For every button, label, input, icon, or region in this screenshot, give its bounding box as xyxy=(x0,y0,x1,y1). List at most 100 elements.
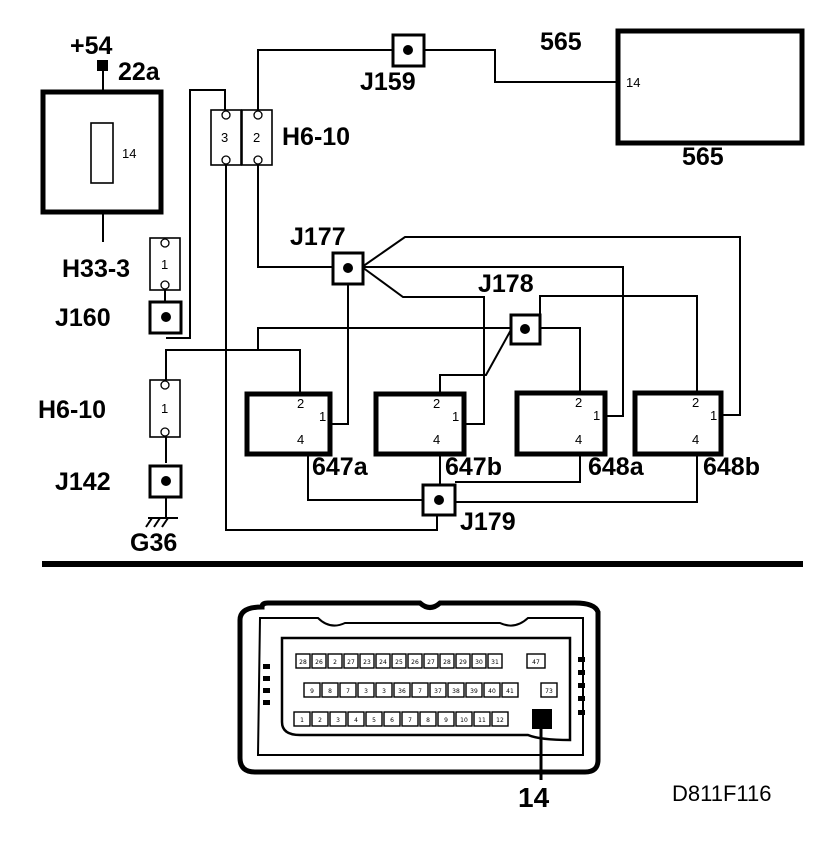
connector-pin-label: 23 xyxy=(363,659,371,666)
connector-pin-label: 28 xyxy=(443,659,451,666)
j177-label: J177 xyxy=(290,223,346,251)
injector-647b-pin-1: 1 xyxy=(452,409,459,424)
supply-terminal-marker xyxy=(97,60,108,71)
connector-pin-cell xyxy=(347,711,365,727)
j160-dot xyxy=(161,312,171,322)
connector-pin-cell xyxy=(437,711,455,727)
connector-pin-label: 2 xyxy=(333,659,337,666)
j179-junction xyxy=(421,483,457,517)
connector-pin-label: 8 xyxy=(328,688,332,695)
connector-pin-cell xyxy=(439,653,455,669)
j160-label: J160 xyxy=(55,304,111,332)
highlight-pin-label: 14 xyxy=(518,782,550,813)
supply-terminal-label: 22a xyxy=(118,58,161,86)
injector-648a-pin-4: 4 xyxy=(575,432,582,447)
section-divider xyxy=(42,561,803,567)
connector-pin-label: 3 xyxy=(364,688,368,695)
connector-pin-label: 9 xyxy=(444,717,448,724)
ecu-box xyxy=(615,28,805,146)
injector-648a: 2 1 4 648a xyxy=(514,390,645,481)
connector-pin-cell xyxy=(359,653,375,669)
injector-647b-label: 647b xyxy=(445,453,502,481)
connector-left-ribs xyxy=(263,664,270,705)
connector-pin-cell xyxy=(321,682,339,698)
connector-pin-label: 3 xyxy=(336,717,340,724)
j142-label: J142 xyxy=(55,468,111,496)
injector-647a-pin-4: 4 xyxy=(297,432,304,447)
connector-pin-label: 28 xyxy=(299,659,307,666)
connector-pin-cell xyxy=(393,682,411,698)
injector-647a: 2 1 4 647a xyxy=(244,391,369,481)
h6-10-left-pin: 1 xyxy=(161,401,168,416)
connector-pin-label: 27 xyxy=(347,659,355,666)
connector-pin-cell xyxy=(375,682,393,698)
connector-pin-cell xyxy=(375,653,391,669)
connector-pin-label: 40 xyxy=(488,688,496,695)
connector-pin-cell xyxy=(429,682,447,698)
connector-pin-label: 9 xyxy=(310,688,314,695)
connector-pin-cell xyxy=(423,653,439,669)
connector-pin-label: 31 xyxy=(491,659,499,666)
connector-pin-cell xyxy=(293,711,311,727)
connector-h33-3: 1 xyxy=(149,237,181,291)
injector-647a-label: 647a xyxy=(312,453,369,481)
ground-symbol xyxy=(145,517,178,528)
connector-pin-label: 26 xyxy=(411,659,419,666)
connector-pin-cell xyxy=(501,682,519,698)
connector-pin-cell xyxy=(357,682,375,698)
connector-pin-cell xyxy=(491,711,509,727)
connector-pin-label: 12 xyxy=(496,717,504,724)
ecu-pin-label: 14 xyxy=(626,75,640,90)
injector-647b-pin-2: 2 xyxy=(433,396,440,411)
h33-3-pin: 1 xyxy=(161,257,168,272)
connector-pin-label: 30 xyxy=(475,659,483,666)
connector-pin-label: 27 xyxy=(427,659,435,666)
connector-pin-cell xyxy=(465,682,483,698)
connector-pin-label: 11 xyxy=(478,717,486,724)
connector-pin-cell xyxy=(455,653,471,669)
connector-pin-label: 37 xyxy=(434,688,442,695)
connector-pin-cell xyxy=(419,711,437,727)
injector-648a-pin-2: 2 xyxy=(575,395,582,410)
connector-pin-cell xyxy=(473,711,491,727)
connector-pin-label: 36 xyxy=(398,688,406,695)
injector-648b-pin-2: 2 xyxy=(692,395,699,410)
connector-pin-cell xyxy=(327,653,343,669)
supply-label: +54 xyxy=(70,32,113,60)
connector-pin-cell xyxy=(471,653,487,669)
injector-647a-pin-2: 2 xyxy=(297,396,304,411)
connector-pin-label: 25 xyxy=(395,659,403,666)
connector-pin-label: 7 xyxy=(408,717,412,724)
connector-pin-cell xyxy=(407,653,423,669)
connector-pin-label: 8 xyxy=(426,717,430,724)
h33-3-label: H33-3 xyxy=(62,255,130,283)
connector-pin-label: 39 xyxy=(470,688,478,695)
highlighted-pin-14 xyxy=(532,709,552,729)
connector-h6-10-left: 1 xyxy=(149,379,181,438)
j177-dot xyxy=(343,263,353,273)
connector-pin-cell xyxy=(311,653,327,669)
connector-pin-label: 24 xyxy=(379,659,387,666)
h6-10-pin-3: 3 xyxy=(221,130,228,145)
connector-pin-label: 7 xyxy=(418,688,422,695)
figure-code: D811F116 xyxy=(672,781,771,806)
j142-dot xyxy=(161,476,171,486)
injector-648b-pin-1: 1 xyxy=(710,408,717,423)
h6-10-top-label: H6-10 xyxy=(282,123,350,151)
connector-pin-label: 4 xyxy=(354,717,358,724)
fuse-pin-label: 14 xyxy=(122,146,136,161)
connector-pin-label: 26 xyxy=(315,659,323,666)
injector-648b: 2 1 4 648b xyxy=(632,390,760,481)
j179-label: J179 xyxy=(460,508,516,536)
j178-dot xyxy=(520,324,530,334)
injector-648a-pin-1: 1 xyxy=(593,408,600,423)
j179-dot xyxy=(434,495,444,505)
connector-pin-label: 5 xyxy=(372,717,376,724)
connector-right-ribs xyxy=(578,657,585,715)
connector-pin-cell xyxy=(411,682,429,698)
connector-pin-label: 41 xyxy=(506,688,514,695)
